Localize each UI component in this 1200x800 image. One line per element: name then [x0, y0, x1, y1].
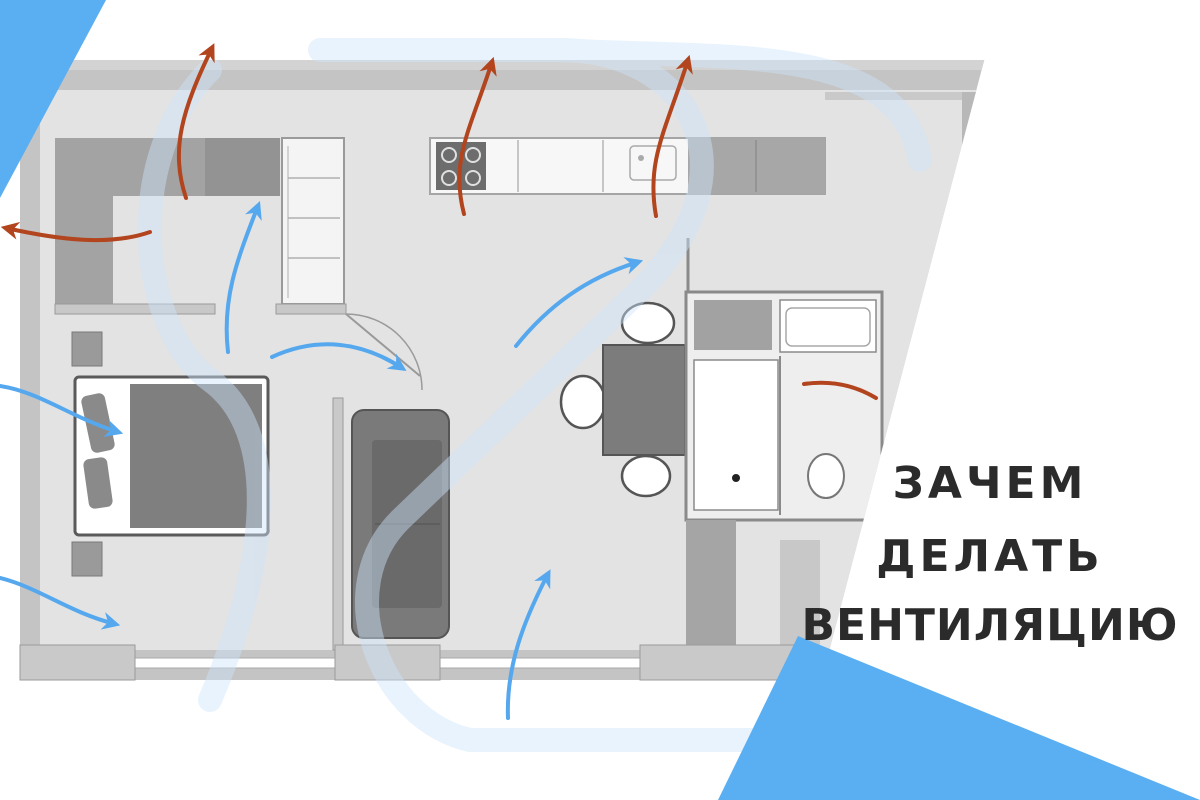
sofa: [351, 409, 450, 639]
headline-line-2: ДЕЛАТЬ: [876, 531, 1104, 582]
bedroom-partition-wall: [54, 303, 216, 315]
accent-triangle-top-left: [0, 0, 106, 198]
fresh-air-arrows: [0, 200, 644, 720]
airflow-out-arrow: [176, 43, 215, 200]
accent-triangle-bottom-right: [718, 636, 1200, 800]
wardrobe: [281, 137, 345, 305]
airflow-out-arrow: [0, 221, 152, 243]
airflow-in-arrow: [0, 384, 124, 437]
exhaust-air-arrows: [0, 43, 878, 400]
dining-set: [559, 301, 686, 498]
nightstand: [71, 541, 103, 577]
shower-tray-icon: [693, 359, 779, 511]
airflow-in-arrow: [224, 200, 262, 354]
bathroom: [684, 290, 884, 522]
toilet-icon: [807, 453, 845, 499]
headline-line-3: ВЕНТИЛЯЦИЮ: [801, 600, 1179, 651]
airflow-in-arrow: [0, 576, 121, 630]
airflow-out-arrow: [802, 380, 878, 400]
headline-line-1: ЗАЧЕМ: [892, 458, 1088, 509]
airflow-in-arrow: [505, 569, 551, 720]
airflow-out-arrow: [651, 54, 693, 218]
kitchen-counter: [429, 137, 826, 195]
nightstand: [71, 331, 103, 367]
airflow-out-arrow: [457, 56, 497, 216]
bed: [73, 375, 270, 537]
dining-table: [602, 344, 686, 456]
airflow-in-arrow: [514, 257, 644, 348]
watermark-logo-icon: [137, 38, 932, 752]
airflow-in-arrow: [270, 342, 407, 371]
floor-plan: [19, 60, 1000, 681]
window: [439, 657, 641, 669]
bedroom-door-swing: [345, 313, 421, 377]
